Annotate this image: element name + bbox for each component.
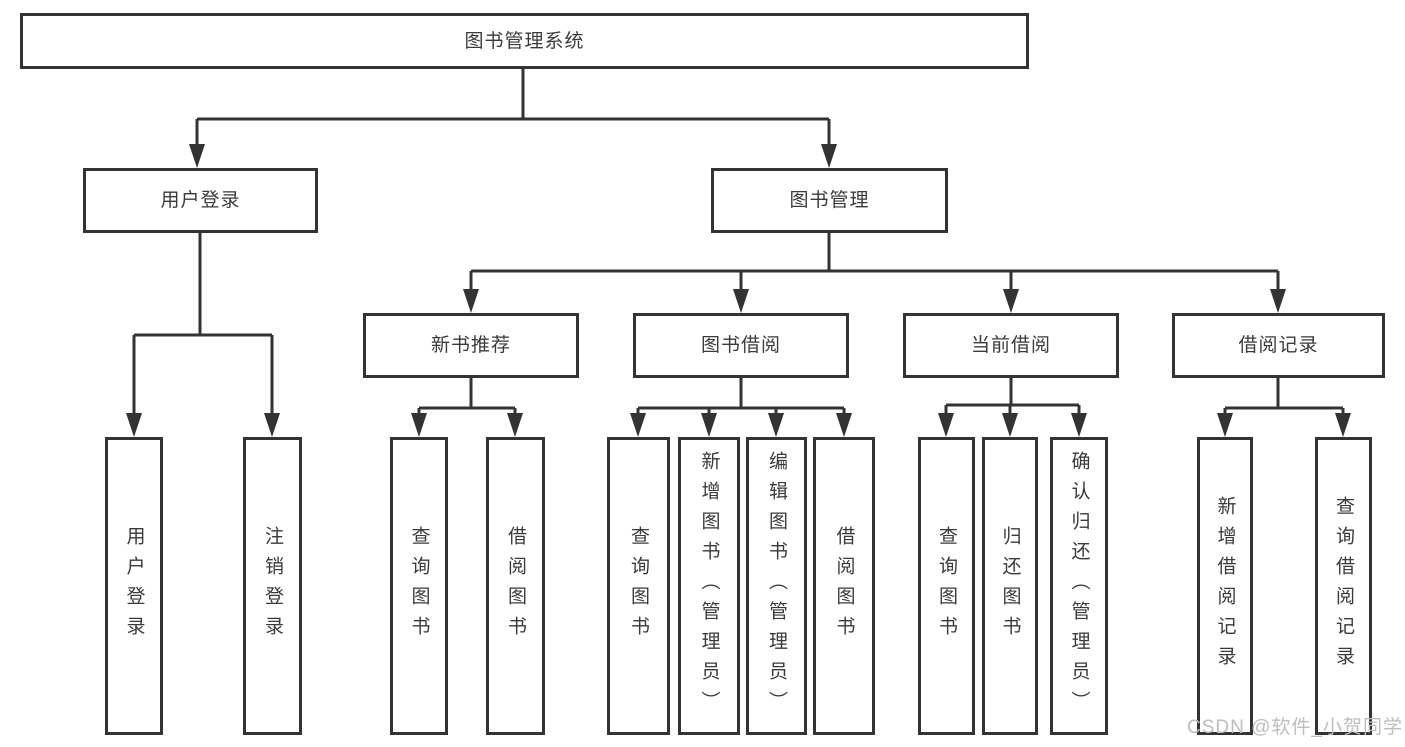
- leaf-query-books-current: 查询图书: [918, 437, 975, 735]
- leaf-add-books-admin-label: 新增图书（管理员）: [698, 451, 720, 721]
- leaf-confirm-return-admin: 确认归还（管理员）: [1050, 437, 1108, 735]
- leaf-user-login: 用户登录: [105, 437, 163, 735]
- node-user-login-label: 用户登录: [160, 190, 241, 211]
- node-book-management-label: 图书管理: [789, 190, 870, 211]
- wire-userlogin-to-leaves: [132, 233, 274, 413]
- leaf-return-books: 归还图书: [982, 437, 1038, 735]
- leaf-add-books-admin: 新增图书（管理员）: [678, 437, 740, 735]
- leaf-borrow-books-newbook: 借阅图书: [486, 437, 545, 735]
- node-book-borrow-label: 图书借阅: [700, 335, 781, 356]
- leaf-query-books-borrow-label: 查询图书: [628, 526, 649, 646]
- leaf-logout: 注销登录: [243, 437, 302, 735]
- leaf-query-books-newbook: 查询图书: [390, 437, 448, 735]
- leaf-borrow-books-newbook-label: 借阅图书: [505, 526, 526, 646]
- node-book-borrow: 图书借阅: [633, 313, 849, 378]
- wire-records-to-leaves: [1223, 378, 1345, 413]
- wire-current-to-leaves: [944, 378, 1081, 413]
- node-new-book-recommend-label: 新书推荐: [430, 335, 511, 356]
- node-current-borrow: 当前借阅: [903, 313, 1119, 378]
- leaf-add-borrow-record: 新增借阅记录: [1197, 437, 1253, 735]
- leaf-edit-books-admin: 编辑图书（管理员）: [746, 437, 807, 735]
- leaf-query-books-newbook-label: 查询图书: [408, 526, 430, 646]
- leaf-query-books-current-label: 查询图书: [936, 526, 957, 646]
- leaf-query-books-borrow: 查询图书: [607, 437, 670, 735]
- node-root-system: 图书管理系统: [20, 13, 1029, 69]
- leaf-confirm-return-admin-label: 确认归还（管理员）: [1068, 451, 1090, 721]
- node-book-management: 图书管理: [711, 168, 948, 233]
- leaf-user-login-label: 用户登录: [123, 526, 145, 646]
- node-current-borrow-label: 当前借阅: [970, 335, 1051, 356]
- leaf-query-borrow-record: 查询借阅记录: [1315, 437, 1372, 735]
- leaf-logout-label: 注销登录: [262, 526, 283, 646]
- leaf-edit-books-admin-label: 编辑图书（管理员）: [766, 451, 787, 721]
- leaf-query-borrow-record-label: 查询借阅记录: [1333, 496, 1354, 676]
- node-borrow-records: 借阅记录: [1172, 313, 1385, 378]
- leaf-borrow-books-borrow-label: 借阅图书: [833, 526, 855, 646]
- node-new-book-recommend: 新书推荐: [363, 313, 579, 378]
- wire-newbook-to-leaves: [417, 378, 517, 413]
- arrowheads: [126, 144, 1351, 437]
- node-root-system-label: 图书管理系统: [464, 30, 585, 52]
- node-user-login: 用户登录: [83, 168, 318, 233]
- leaf-return-books-label: 归还图书: [999, 526, 1021, 646]
- leaf-add-borrow-record-label: 新增借阅记录: [1214, 496, 1236, 676]
- wire-root-to-level2: [195, 69, 831, 144]
- leaf-borrow-books-borrow: 借阅图书: [813, 437, 875, 735]
- wire-borrow-to-leaves: [636, 378, 846, 413]
- node-borrow-records-label: 借阅记录: [1238, 335, 1319, 356]
- wire-bookmgmt-to-level3: [469, 233, 1280, 289]
- watermark: CSDN @软件_小贺同学: [1187, 717, 1403, 738]
